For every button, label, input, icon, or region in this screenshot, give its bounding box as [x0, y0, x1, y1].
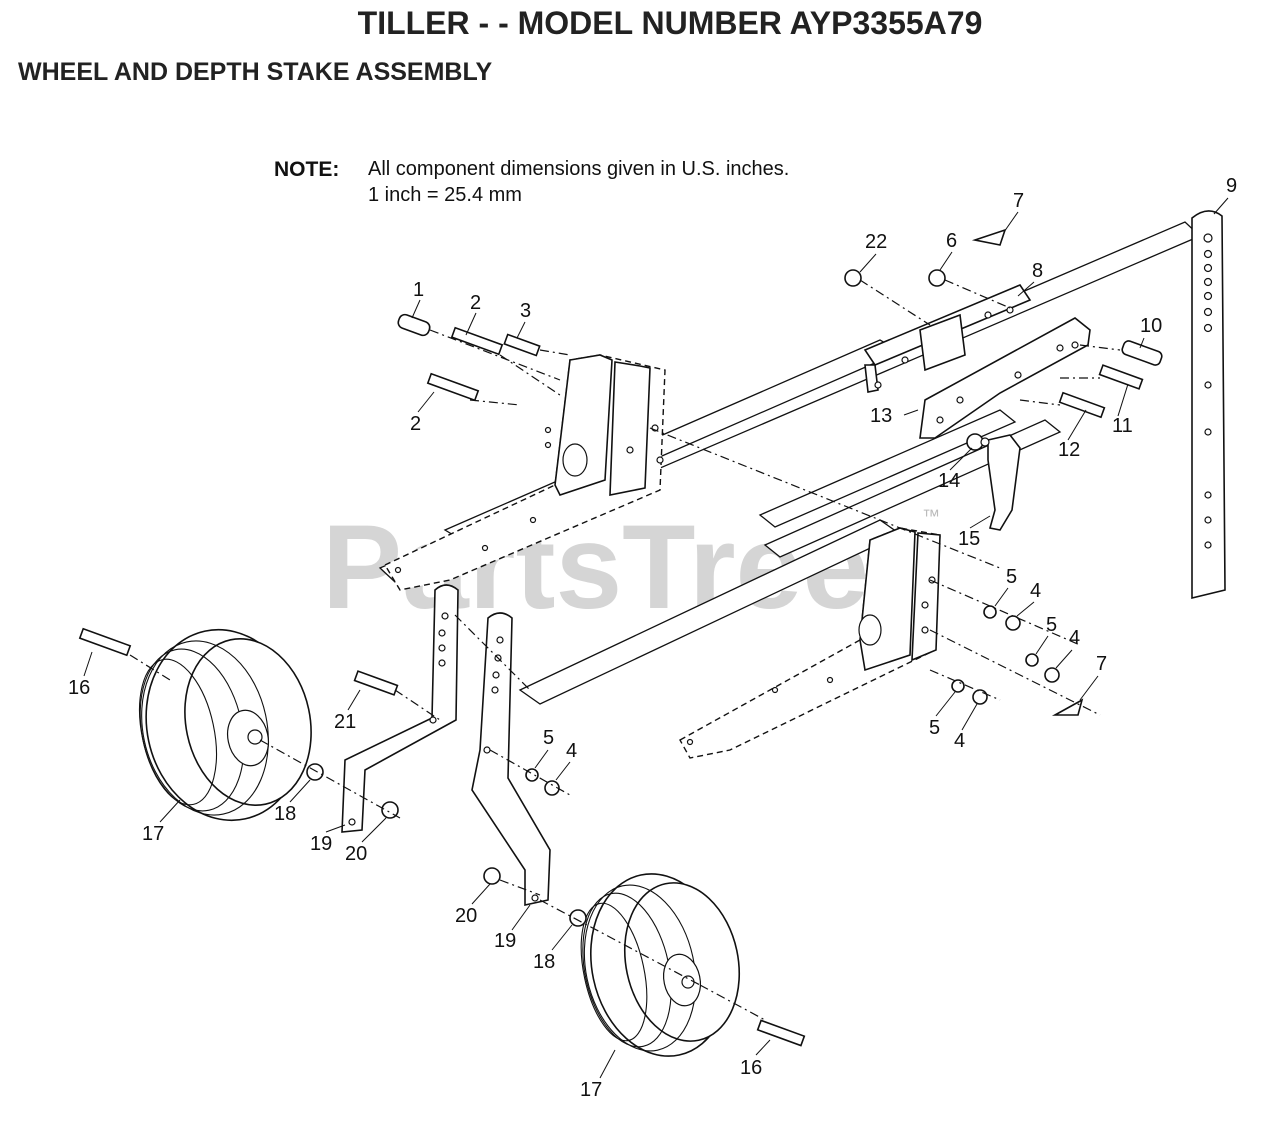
leader-lines — [83, 197, 1229, 1079]
note-line-1: All component dimensions given in U.S. i… — [368, 158, 789, 180]
callout-5-c: 5 — [929, 717, 940, 739]
callout-5-a: 5 — [1006, 566, 1017, 588]
callout-14: 14 — [938, 470, 960, 492]
wheel-left — [139, 628, 312, 822]
callout-4-d: 4 — [566, 740, 577, 762]
callout-2-b: 2 — [410, 413, 421, 435]
callout-18-b: 18 — [533, 951, 555, 973]
watermark-trademark: ™ — [922, 506, 940, 526]
callout-16-b: 16 — [740, 1057, 762, 1079]
callout-12: 12 — [1058, 439, 1080, 461]
callout-3: 3 — [520, 300, 531, 322]
callout-4-c: 4 — [954, 730, 965, 752]
callout-20-a: 20 — [345, 843, 367, 865]
wheel-bracket-left — [341, 584, 459, 833]
left-bracket — [384, 354, 666, 591]
depth-lever — [966, 433, 1021, 531]
callout-20-b: 20 — [455, 905, 477, 927]
depth-stake — [1191, 210, 1226, 600]
right-bracket — [679, 527, 941, 759]
callout-10: 10 — [1140, 315, 1162, 337]
callout-17-a: 17 — [142, 823, 164, 845]
callout-15: 15 — [958, 528, 980, 550]
callout-4-a: 4 — [1030, 580, 1041, 602]
wheel-bracket-right — [471, 612, 551, 906]
callout-21: 21 — [334, 711, 356, 733]
callout-6: 6 — [946, 230, 957, 252]
diagram-subtitle: WHEEL AND DEPTH STAKE ASSEMBLY — [18, 58, 492, 86]
callout-1: 1 — [413, 279, 424, 301]
callout-9: 9 — [1226, 175, 1237, 197]
callout-11: 11 — [1112, 415, 1133, 437]
callout-4-b: 4 — [1069, 627, 1080, 649]
callout-18-a: 18 — [274, 803, 296, 825]
callout-7-b: 7 — [1096, 653, 1107, 675]
callout-8: 8 — [1032, 260, 1043, 282]
callout-13: 13 — [870, 405, 892, 427]
callout-5-b: 5 — [1046, 614, 1057, 636]
wheel-right — [580, 873, 741, 1057]
callout-16-a: 16 — [68, 677, 90, 699]
callout-22: 22 — [865, 231, 887, 253]
callout-2-a: 2 — [470, 292, 481, 314]
depth-bracket — [863, 284, 1091, 439]
assembly-lines — [129, 279, 1121, 1021]
callout-19-a: 19 — [310, 833, 332, 855]
callout-17-b: 17 — [580, 1079, 602, 1101]
note-line-2: 1 inch = 25.4 mm — [368, 184, 522, 206]
hardware — [78, 228, 1163, 1047]
callout-19-b: 19 — [494, 930, 516, 952]
callout-labels: 1 2 3 2 22 6 7 8 9 10 11 12 13 14 15 5 4… — [68, 175, 1237, 1101]
diagram-title: TILLER - - MODEL NUMBER AYP3355A79 — [358, 5, 983, 41]
callout-7-a: 7 — [1013, 190, 1024, 212]
note-label: NOTE: — [274, 158, 339, 181]
callout-5-d: 5 — [543, 727, 554, 749]
